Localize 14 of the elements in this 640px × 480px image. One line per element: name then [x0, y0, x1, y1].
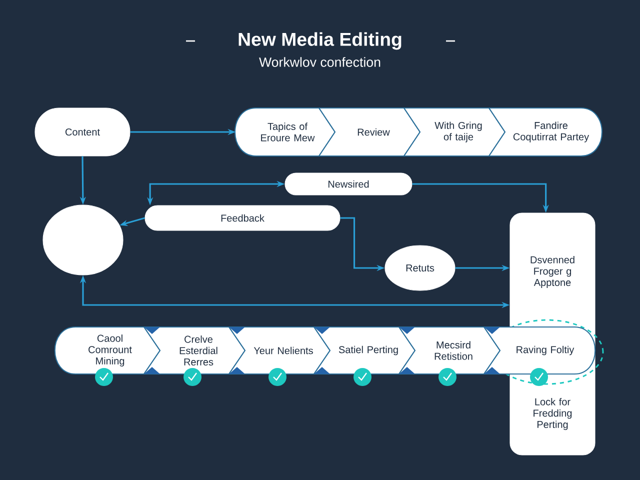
chevron-step: Yeur Nelients — [228, 326, 331, 375]
chevron-step: Mecsird Retistion — [398, 326, 501, 375]
rounded-box: Feedback — [144, 205, 340, 231]
empty-oval — [42, 204, 124, 276]
panel-text: Dsvenned Froger g Apptone — [530, 256, 574, 288]
chevron-step: Satiel Perting — [313, 326, 416, 375]
subtitle: Workwlov confection — [259, 57, 380, 67]
chevron-step: Review — [318, 107, 421, 157]
panel-text: Lock for Fredding Perting — [534, 398, 572, 430]
chevron-step: Fandire Coqutirrat Partey — [488, 107, 603, 157]
oval-node: Retuts — [384, 245, 456, 291]
rounded-box: Newsired — [284, 172, 412, 196]
title: New Media Editing — [238, 32, 402, 50]
chevron-step: With Gring of taije — [403, 107, 506, 157]
